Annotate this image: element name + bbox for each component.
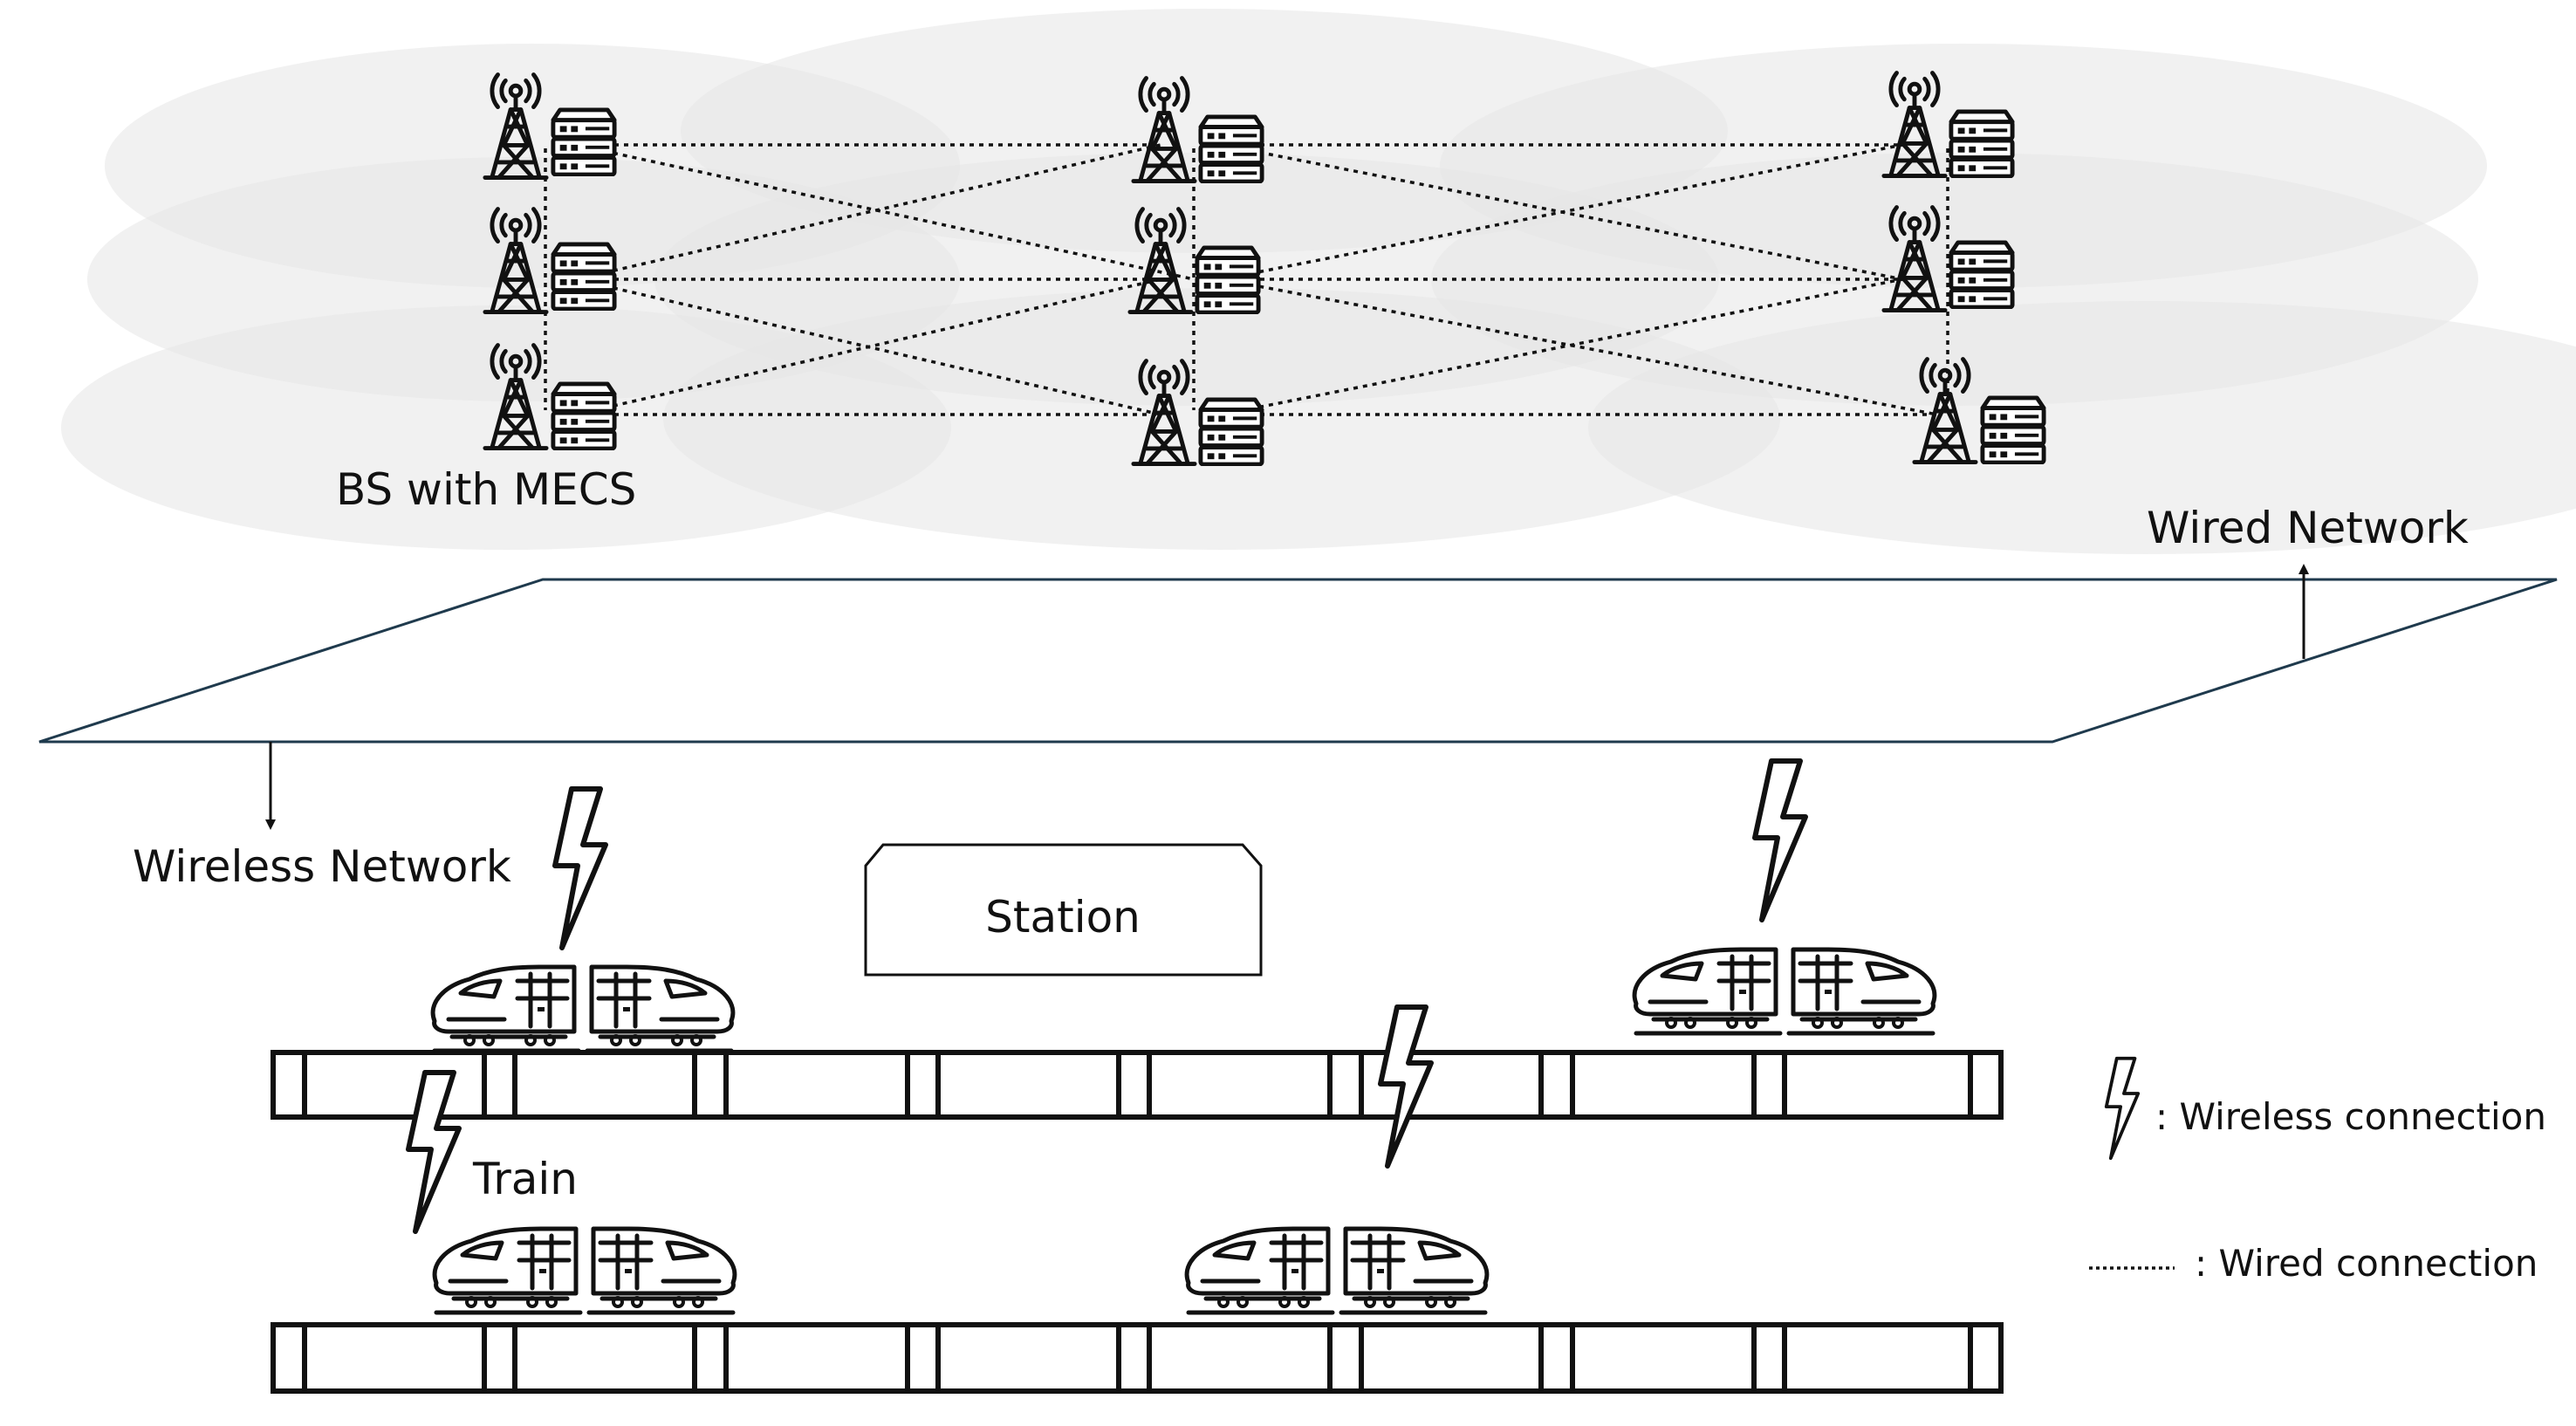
wired-network-label: Wired Network bbox=[2147, 503, 2469, 553]
lightning-bolt-icon bbox=[408, 1073, 459, 1231]
server-rack-icon bbox=[553, 384, 614, 449]
lightning-bolt-icon bbox=[2104, 1056, 2141, 1161]
server-rack-icon bbox=[1983, 398, 2044, 463]
coverage-area bbox=[1588, 301, 2576, 554]
lightning-bolt-icon bbox=[555, 789, 606, 948]
lightning-bolt-icon bbox=[1380, 1007, 1431, 1166]
server-rack-icon bbox=[1201, 400, 1262, 464]
server-rack-icon bbox=[1951, 112, 2012, 176]
wired-connection bbox=[1221, 143, 1903, 281]
wired-connection bbox=[575, 278, 1161, 416]
high-speed-train-icon bbox=[1187, 1229, 1487, 1313]
server-rack-icon bbox=[1201, 117, 1262, 182]
station: Station bbox=[864, 843, 1263, 977]
high-speed-train-icon bbox=[435, 1229, 735, 1313]
bs-with-mecs-label: BS with MECS bbox=[336, 464, 636, 515]
wireless-network-label: Wireless Network bbox=[133, 841, 511, 892]
legend: : Wireless connection : Wired connection bbox=[2089, 1056, 2546, 1285]
high-speed-train-icon bbox=[433, 967, 733, 1051]
station-label: Station bbox=[985, 892, 1141, 943]
wired-connection bbox=[1221, 278, 1938, 416]
wired-connections bbox=[544, 143, 1949, 416]
legend-wired-connection: : Wired connection bbox=[2195, 1242, 2538, 1285]
server-rack-icon bbox=[1197, 248, 1258, 312]
server-rack-icon bbox=[1951, 243, 2012, 307]
server-rack-icon bbox=[553, 244, 614, 309]
high-speed-train-icon bbox=[1634, 950, 1935, 1033]
trains bbox=[433, 950, 1935, 1313]
railway-track-lower bbox=[271, 1322, 2004, 1394]
train-label: Train bbox=[472, 1154, 578, 1204]
network-plane bbox=[38, 578, 2558, 744]
railway-track-upper bbox=[271, 1050, 2004, 1120]
wired-connection bbox=[1221, 278, 1903, 416]
station-box bbox=[864, 843, 1263, 977]
railway-tracks bbox=[271, 1050, 2004, 1394]
lightning-bolt-icon bbox=[1755, 761, 1805, 920]
server-rack-icon bbox=[553, 110, 614, 175]
legend-wireless-connection: : Wireless connection bbox=[2155, 1095, 2546, 1138]
wired-connection bbox=[575, 143, 1161, 281]
